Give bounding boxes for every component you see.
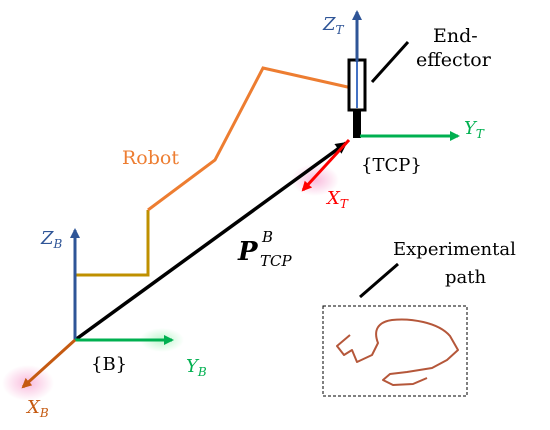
robot-link-upper — [147, 66, 353, 212]
tcp-z-axis-label: ZT — [322, 14, 345, 37]
tcp-x-axis-label: XT — [325, 188, 349, 211]
position-vector-arrow — [73, 141, 348, 342]
position-vector-subscript: TCP — [260, 252, 292, 270]
base-x-axis-label: XB — [25, 397, 49, 420]
tcp-y-axis-label: YT — [464, 118, 485, 141]
tcp-frame-label: {TCP} — [361, 155, 422, 176]
end-effector-pointer — [370, 40, 410, 84]
experimental-path-box — [322, 305, 468, 397]
base-frame-label: {B} — [91, 354, 127, 375]
end-effector-shaft — [353, 110, 361, 138]
experimental-path-label-line2: path — [445, 267, 486, 288]
robot-label: Robot — [122, 147, 179, 169]
base-y-axis-label: YB — [186, 356, 207, 379]
robot-link-lower — [73, 210, 150, 340]
end-effector-label-line1: End- — [433, 25, 478, 47]
base-z-axis-label: ZB — [40, 228, 63, 251]
experimental-path-label-line1: Experimental — [393, 239, 516, 260]
experimental-path-pointer — [359, 262, 399, 299]
position-vector-label: P — [237, 237, 259, 267]
tcp-x-axis — [301, 138, 351, 192]
base-x-axis — [21, 338, 77, 389]
position-vector-superscript: B — [261, 228, 273, 246]
end-effector-label-line2: effector — [416, 49, 492, 71]
experimental-path-curve — [336, 318, 459, 386]
